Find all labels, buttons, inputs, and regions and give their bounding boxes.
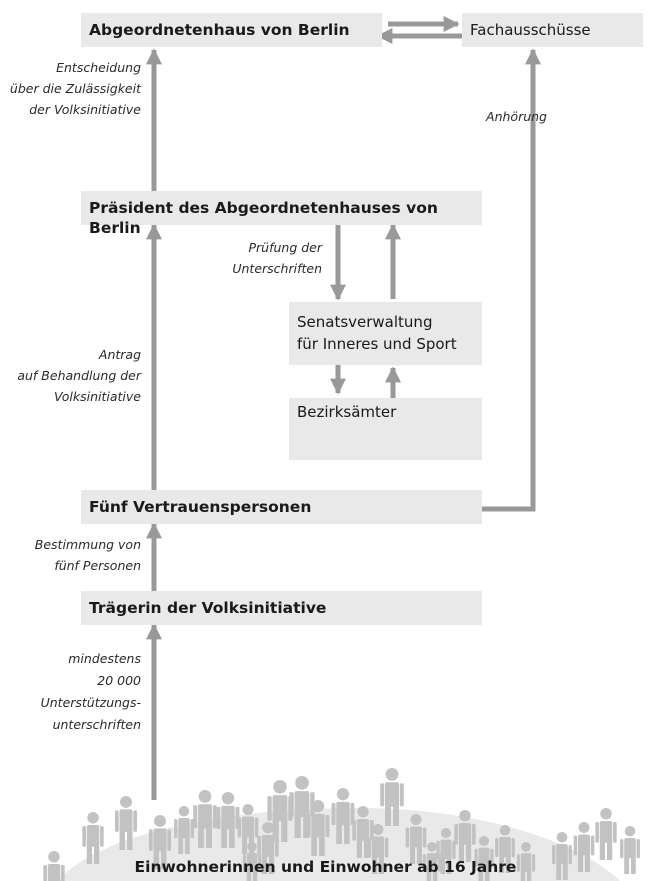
committees-box: Fachausschüsse — [462, 13, 643, 47]
person-silhouette — [193, 790, 217, 848]
president-label: Präsident des Abgeordnetenhauses von Ber… — [89, 199, 438, 237]
person-silhouette — [306, 800, 330, 856]
senate-label-line2: für Inneres und Sport — [297, 335, 457, 353]
note-appointment: Bestimmung von fünf Personen — [35, 534, 141, 576]
person-silhouette — [174, 806, 194, 854]
person-silhouette — [43, 851, 65, 881]
person-silhouette — [595, 808, 617, 860]
note-appointment-line: Bestimmung von — [34, 537, 141, 552]
trustees-box: Fünf Vertrauenspersonen — [81, 490, 482, 524]
note-hearing-line: Anhörung — [486, 109, 547, 124]
person-silhouette — [380, 768, 404, 826]
senate-box: Senatsverwaltung für Inneres und Sport — [289, 302, 482, 365]
sponsor-label: Trägerin der Volksinitiative — [89, 599, 327, 617]
note-hearing: Anhörung — [486, 106, 547, 127]
note-appointment-line: fünf Personen — [54, 558, 141, 573]
note-decision-line: Entscheidung — [56, 60, 141, 75]
person-silhouette — [367, 824, 389, 874]
note-application-line: Volksinitiative — [53, 389, 141, 404]
note-application-line: auf Behandlung der — [17, 368, 141, 383]
note-application-line: Antrag — [98, 347, 141, 362]
note-minimum-line: mindestens — [68, 651, 141, 666]
parliament-box: Abgeordnetenhaus von Berlin — [81, 13, 382, 47]
note-signature-check-line: Unterschriften — [232, 261, 322, 276]
arrow-trustees-to-committees — [482, 48, 542, 512]
person-silhouette — [331, 788, 355, 844]
person-silhouette — [516, 842, 536, 881]
note-minimum-line: 20 000 — [97, 673, 141, 688]
districts-box: Bezirksämter — [289, 398, 482, 460]
person-silhouette — [552, 832, 572, 880]
person-silhouette — [573, 822, 595, 872]
note-minimum: mindestens 20 000 Unterstützungs- unters… — [41, 648, 141, 736]
note-minimum-line: unterschriften — [52, 717, 141, 732]
districts-label: Bezirksämter — [297, 403, 397, 421]
person-silhouette — [405, 814, 427, 864]
person-silhouette — [257, 822, 279, 874]
person-silhouette — [242, 842, 262, 881]
person-silhouette — [216, 792, 240, 848]
person-silhouette — [436, 828, 456, 874]
person-silhouette — [422, 842, 442, 881]
person-silhouette — [454, 810, 476, 862]
person-silhouette — [237, 804, 259, 854]
person-silhouette — [148, 815, 172, 869]
person-silhouette — [620, 826, 640, 874]
note-decision-line: der Volksinitiative — [29, 102, 141, 117]
sponsor-box: Trägerin der Volksinitiative — [81, 591, 482, 625]
senate-label-line1: Senatsverwaltung — [297, 313, 433, 331]
person-silhouette — [474, 836, 494, 881]
parliament-label: Abgeordnetenhaus von Berlin — [89, 21, 350, 39]
citizens-label: Einwohnerinnen und Einwohner ab 16 Jahre — [134, 858, 517, 876]
note-application: Antrag auf Behandlung der Volksinitiativ… — [17, 344, 141, 407]
note-minimum-line: Unterstützungs- — [40, 695, 141, 710]
person-silhouette — [82, 812, 104, 864]
person-silhouette — [495, 825, 515, 873]
note-decision-line: über die Zulässigkeit — [9, 81, 141, 96]
note-signature-check: Prüfung der Unterschriften — [232, 237, 322, 279]
trustees-label: Fünf Vertrauenspersonen — [89, 498, 312, 516]
committees-label: Fachausschüsse — [470, 21, 591, 39]
note-decision: Entscheidung über die Zulässigkeit der V… — [10, 57, 141, 120]
note-signature-check-line: Prüfung der — [248, 240, 322, 255]
person-silhouette — [114, 796, 138, 850]
president-box: Präsident des Abgeordnetenhauses von Ber… — [81, 191, 482, 237]
person-silhouette — [352, 806, 374, 858]
